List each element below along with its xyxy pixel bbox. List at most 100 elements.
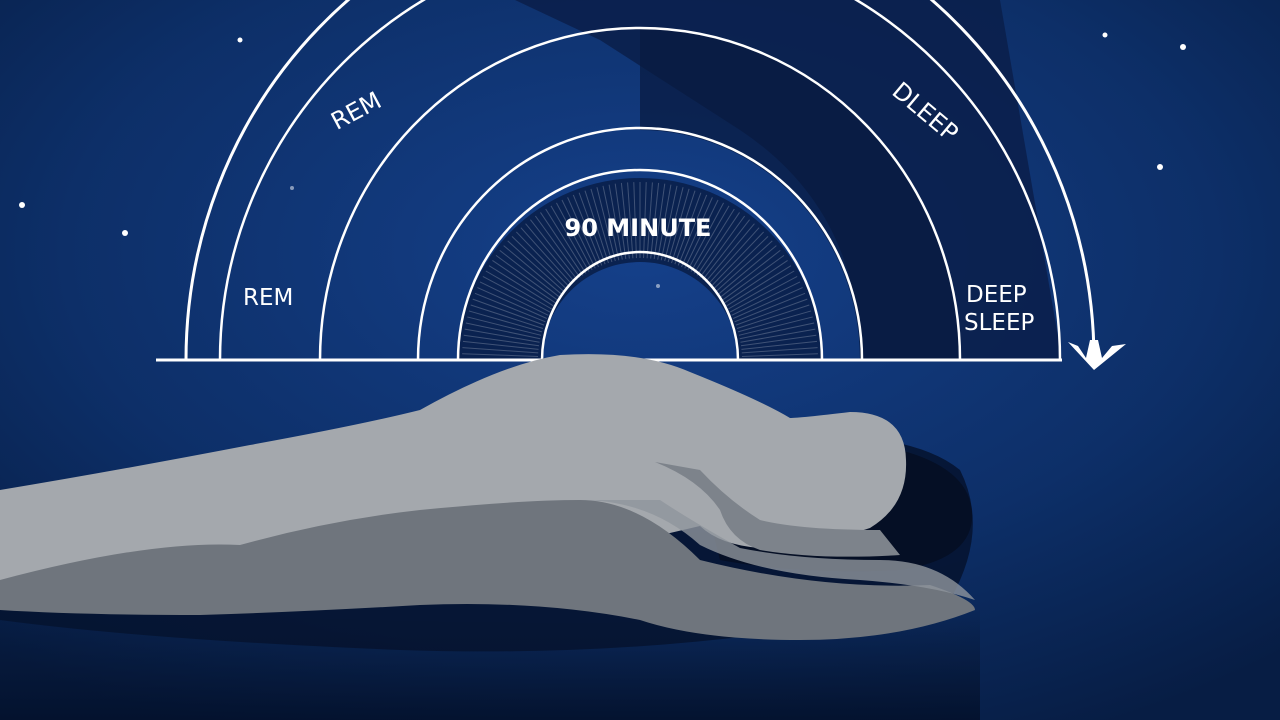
center-ray xyxy=(614,183,627,260)
center-ray xyxy=(511,235,567,290)
center-ray xyxy=(620,182,630,259)
center-rays xyxy=(462,182,818,361)
center-ray xyxy=(713,235,769,290)
center-ray xyxy=(550,205,590,272)
center-ray xyxy=(495,254,558,301)
center-ray xyxy=(724,260,788,304)
arm-fold xyxy=(655,462,900,557)
center-ray xyxy=(722,254,785,301)
center-ray xyxy=(472,298,545,326)
center-ray xyxy=(696,212,740,276)
center-ray xyxy=(646,182,653,259)
center-ray xyxy=(492,260,556,304)
center-ray xyxy=(499,250,560,298)
center-ray xyxy=(463,334,540,347)
center-ray xyxy=(643,182,647,259)
center-ray xyxy=(667,188,690,263)
center-ray xyxy=(462,347,539,354)
center-ray xyxy=(627,182,634,259)
star-dot-icon xyxy=(19,32,1186,288)
center-ray xyxy=(732,287,803,319)
center-ray xyxy=(465,322,541,340)
center-ray xyxy=(726,265,792,307)
center-ray xyxy=(736,304,810,329)
center-ray xyxy=(488,265,554,307)
center-ray xyxy=(741,353,818,357)
center-ray xyxy=(534,215,581,278)
center-ray xyxy=(690,205,730,272)
center-ray xyxy=(731,281,801,316)
center-ray xyxy=(715,240,773,293)
label-rem-left: REM xyxy=(243,285,293,311)
label-center-duration: 90 MINUTE xyxy=(565,214,712,242)
center-ray xyxy=(705,223,755,283)
center-ray xyxy=(602,185,620,261)
center-ray xyxy=(578,192,606,265)
center-ray xyxy=(530,219,578,280)
center-ray xyxy=(520,227,573,285)
center-ray xyxy=(479,281,549,316)
center-ray xyxy=(584,190,609,264)
center-ray xyxy=(728,270,795,310)
arm-highlight xyxy=(580,500,975,600)
arc-3 xyxy=(318,26,962,361)
center-ray xyxy=(707,227,760,285)
deep-band-inner xyxy=(640,28,960,360)
center-ray xyxy=(664,187,684,262)
center-ray xyxy=(740,328,816,343)
center-ray xyxy=(710,231,765,287)
center-ray xyxy=(729,275,798,313)
center-ray xyxy=(608,184,623,260)
center-ray xyxy=(657,184,672,260)
center-ray xyxy=(462,340,539,350)
sleeping-person-icon xyxy=(0,354,980,720)
center-ray xyxy=(677,194,708,266)
center-ray xyxy=(540,212,584,276)
center-ray xyxy=(485,270,552,310)
center-ray xyxy=(503,245,563,295)
label-deep-line1: DEEP xyxy=(966,282,1027,308)
body-dark xyxy=(0,500,975,640)
center-ray xyxy=(653,183,666,260)
outer-arc xyxy=(184,0,1096,361)
center-ray xyxy=(482,275,551,313)
center-ray xyxy=(464,328,540,343)
center-ray xyxy=(734,292,806,323)
center-ray xyxy=(596,187,616,262)
center-ray xyxy=(567,197,599,268)
center-ray xyxy=(468,310,543,333)
arc-5 xyxy=(456,168,824,361)
center-ray xyxy=(740,334,817,347)
arc-4 xyxy=(416,126,864,361)
center-band-fill xyxy=(458,178,822,360)
center-ray xyxy=(467,316,542,336)
arc-6 xyxy=(540,250,740,361)
center-ray xyxy=(555,202,593,271)
label-deep-line2: SLEEP xyxy=(964,310,1034,336)
center-ray xyxy=(699,215,746,278)
center-ray xyxy=(741,347,818,354)
center-ray xyxy=(590,188,613,263)
center-ray xyxy=(735,298,808,326)
center-ray xyxy=(462,353,539,357)
center-ray xyxy=(687,202,725,271)
center-ray xyxy=(470,304,544,329)
arc-2 xyxy=(218,0,1062,361)
center-ray xyxy=(572,194,603,266)
center-ray xyxy=(660,185,678,261)
center-ray xyxy=(650,182,660,259)
center-ray xyxy=(739,322,815,340)
center-ray xyxy=(702,219,750,280)
center-ray xyxy=(738,316,813,336)
center-ray xyxy=(693,208,735,274)
center-ray xyxy=(684,199,719,269)
center-ray xyxy=(681,197,713,268)
center-ray xyxy=(737,310,812,333)
center-ray xyxy=(671,190,696,264)
center-ray xyxy=(741,340,818,350)
center-ray xyxy=(633,182,637,259)
center-ray xyxy=(561,199,596,269)
center-ray xyxy=(717,245,777,295)
center-ray xyxy=(720,250,781,298)
